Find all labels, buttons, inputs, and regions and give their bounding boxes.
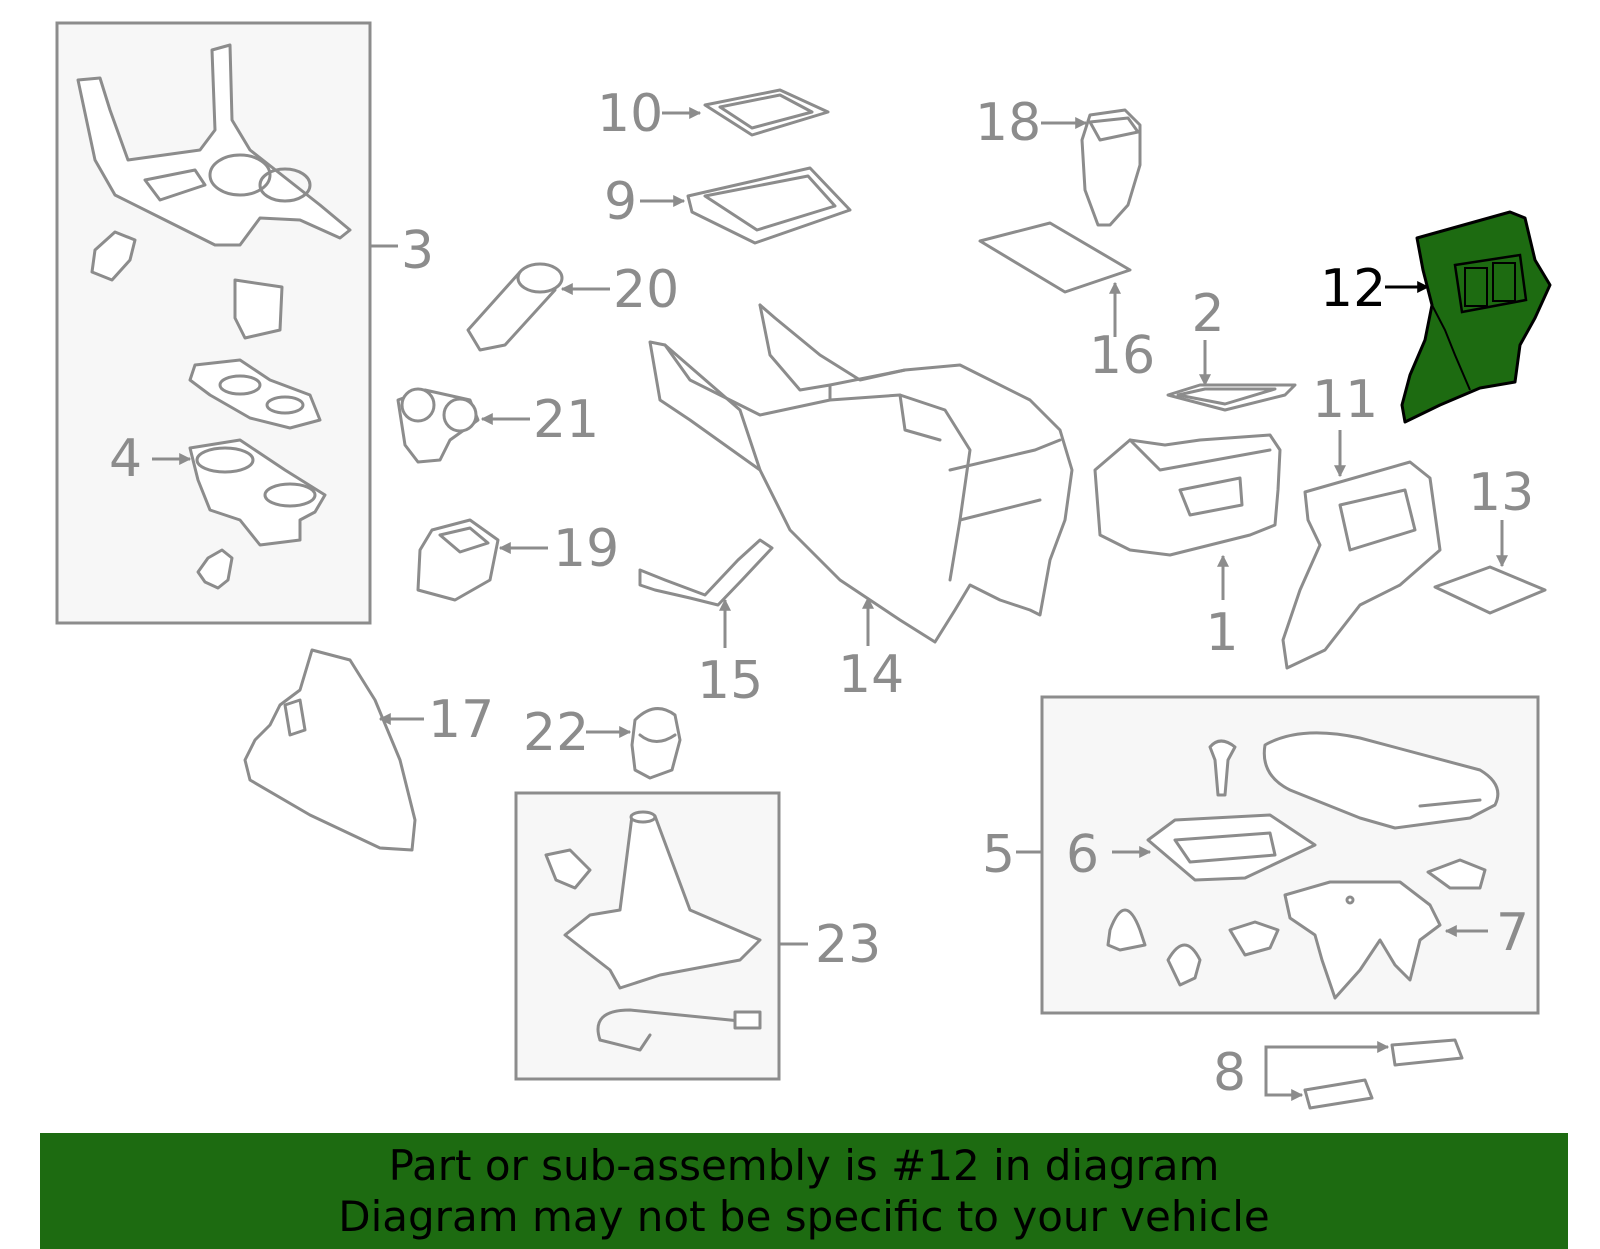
part-3-clip-b[interactable]: [233, 278, 284, 340]
part-5-clip-d[interactable]: [1426, 858, 1487, 890]
part-23-wire[interactable]: [596, 1008, 762, 1052]
callout-20[interactable]: 20: [613, 260, 679, 320]
part-5-push-clip[interactable]: [1106, 908, 1147, 952]
part-5-screw-a[interactable]: [1208, 739, 1237, 797]
callout-22[interactable]: 22: [523, 703, 589, 763]
part-18-switch[interactable]: [1080, 108, 1142, 227]
callout-7[interactable]: 7: [1496, 903, 1529, 963]
part-3-cup-insert[interactable]: [188, 358, 322, 430]
callout-2[interactable]: 2: [1191, 284, 1224, 344]
part-5-clip-c[interactable]: [1228, 920, 1280, 957]
part-9-tray[interactable]: [686, 166, 852, 245]
part-6-hinge[interactable]: [1146, 813, 1317, 882]
callout-5[interactable]: 5: [982, 825, 1015, 885]
part-19-switch[interactable]: [416, 518, 500, 602]
part-13-pad[interactable]: [1433, 565, 1547, 615]
callout-1[interactable]: 1: [1205, 603, 1238, 663]
callout-17[interactable]: 17: [428, 690, 494, 750]
part-7-latch[interactable]: [1283, 880, 1442, 1000]
callout-19[interactable]: 19: [553, 519, 619, 579]
leaders: [152, 107, 1508, 1101]
part-10-mat[interactable]: [703, 88, 830, 137]
callout-14[interactable]: 14: [838, 645, 904, 705]
part-23-shift-boot[interactable]: [563, 810, 762, 990]
callout-13[interactable]: 13: [1468, 463, 1534, 523]
part-20-socket[interactable]: [466, 262, 564, 352]
callout-4[interactable]: 4: [109, 429, 142, 489]
callout-15[interactable]: 15: [697, 651, 763, 711]
callout-23[interactable]: 23: [815, 915, 881, 975]
part-17-side-panel[interactable]: [243, 648, 417, 852]
part-16-pad[interactable]: [978, 221, 1132, 294]
part-1-storage-box[interactable]: [1093, 433, 1282, 557]
part-5-armrest-lid[interactable]: [1262, 731, 1500, 830]
part-4-cup-holder[interactable]: [188, 438, 327, 547]
callout-6[interactable]: 6: [1066, 825, 1099, 885]
part-3-console-panel[interactable]: [76, 43, 352, 247]
callout-10[interactable]: 10: [597, 84, 663, 144]
part-11-rear-trim[interactable]: [1281, 460, 1442, 670]
callout-16[interactable]: 16: [1089, 326, 1155, 386]
callout-9[interactable]: 9: [604, 172, 637, 232]
callout-11[interactable]: 11: [1312, 370, 1378, 430]
banner-line-1: Part or sub-assembly is #12 in diagram: [388, 1141, 1220, 1190]
part-15-bracket[interactable]: [638, 538, 774, 607]
part-3-clip-a[interactable]: [90, 230, 137, 282]
part-5-screw-b[interactable]: [1166, 943, 1202, 987]
callout-3[interactable]: 3: [401, 221, 434, 281]
callout-18[interactable]: 18: [975, 93, 1041, 153]
part-21-double-socket[interactable]: [396, 387, 480, 464]
part-8-clips[interactable]: [1303, 1038, 1464, 1110]
callout-8[interactable]: 8: [1213, 1043, 1246, 1103]
callout-21[interactable]: 21: [533, 390, 599, 450]
part-3-screw[interactable]: [196, 548, 234, 590]
part-22-shift-knob[interactable]: [630, 707, 682, 780]
info-banner: Part or sub-assembly is #12 in diagram D…: [40, 1133, 1568, 1249]
part-14-console-body[interactable]: [648, 303, 1074, 644]
callout-labels: 1 2 3 4 5 6 7 8 9 10 11 12 13 14 15 16 1…: [109, 84, 1534, 1103]
part-23-clip[interactable]: [544, 848, 592, 890]
part-12-rear-console-end-panel[interactable]: [1400, 210, 1552, 424]
banner-line-2: Diagram may not be specific to your vehi…: [338, 1192, 1270, 1241]
callout-12[interactable]: 12: [1320, 259, 1386, 319]
part-2-pad[interactable]: [1166, 383, 1297, 412]
